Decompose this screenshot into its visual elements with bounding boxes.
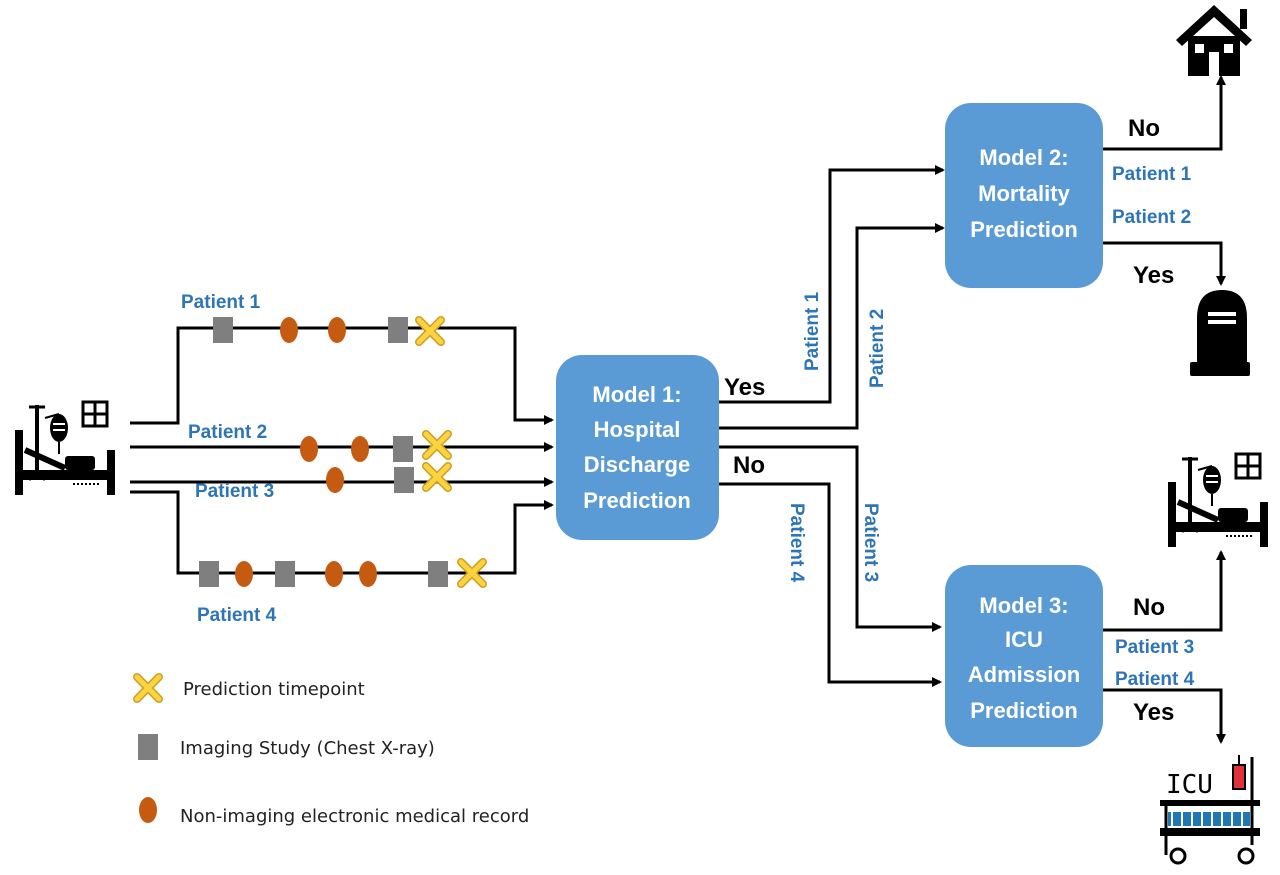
- model-2-title: Model 2:: [979, 145, 1068, 170]
- model-1-no-patient-4-path: [719, 482, 942, 687]
- patient-2-label: Patient 2: [188, 422, 267, 443]
- imaging-study-marker: [213, 317, 233, 343]
- imaging-study-marker: [394, 467, 414, 493]
- patient-4-label: Patient 4: [197, 605, 277, 626]
- route-patient-4-label: Patient 4: [786, 503, 807, 583]
- model-2-yes-path: [1103, 241, 1226, 286]
- patient-1-label: Patient 1: [181, 292, 261, 313]
- nonimaging-record-marker: [351, 436, 369, 462]
- model-2-line-3: Prediction: [970, 217, 1078, 242]
- model-1-line-2: Hospital: [594, 417, 681, 442]
- route-patient-1-label: Patient 1: [802, 291, 823, 371]
- legend-prediction-icon: [137, 677, 159, 699]
- prediction-timepoint-marker: [426, 434, 448, 456]
- model-1-yes-patient-2-path: [719, 223, 945, 430]
- model-2-yes-label: Yes: [1133, 262, 1174, 289]
- icu-bed-icon: ICU: [1160, 755, 1260, 865]
- model-1-title: Model 1:: [592, 382, 681, 407]
- model-2-line-2: Mortality: [978, 181, 1070, 206]
- prediction-timepoint-marker: [419, 320, 441, 342]
- patient-3-label: Patient 3: [195, 481, 274, 502]
- model-1-box: [556, 355, 719, 540]
- patient-1-path: [130, 326, 554, 425]
- nonimaging-record-marker: [280, 317, 298, 343]
- model-3-box: [945, 565, 1103, 747]
- svg-text:ICU: ICU: [1166, 770, 1213, 800]
- model-1-yes-patient-1-path: [719, 165, 945, 404]
- model-3-no-path: [1103, 550, 1226, 632]
- legend-nonimaging-label: Non-imaging electronic medical record: [180, 806, 529, 827]
- patient-4-path: [130, 490, 554, 575]
- model-3-line-3: Admission: [968, 662, 1080, 687]
- model-3-no-label: No: [1133, 594, 1165, 621]
- model-3-yes-label: Yes: [1133, 699, 1174, 726]
- model-1-no-label: No: [733, 452, 765, 479]
- model-3-line-2: ICU: [1005, 627, 1043, 652]
- nonimaging-record-marker: [359, 561, 377, 587]
- nonimaging-record-marker: [325, 561, 343, 587]
- legend-nonimaging-icon: [139, 797, 157, 823]
- model-2-box: [945, 103, 1103, 288]
- hospital-bed-icon: [1168, 454, 1268, 547]
- imaging-study-marker: [428, 561, 448, 587]
- imaging-study-marker: [388, 317, 408, 343]
- legend-prediction-label: Prediction timepoint: [183, 679, 365, 700]
- model-3-patient-4-label: Patient 4: [1115, 669, 1195, 690]
- hospital-bed-icon: [15, 402, 115, 495]
- imaging-study-marker: [199, 561, 219, 587]
- legend-imaging-icon: [138, 734, 158, 760]
- imaging-study-marker: [275, 561, 295, 587]
- nonimaging-record-marker: [328, 317, 346, 343]
- house-icon: [1176, 5, 1252, 76]
- model-2-no-label: No: [1128, 115, 1160, 142]
- prediction-timepoint-marker: [426, 466, 448, 488]
- model-3-yes-path: [1103, 688, 1226, 744]
- model-1-yes-label: Yes: [724, 374, 765, 401]
- model-2-patient-1-label: Patient 1: [1112, 164, 1192, 185]
- model-3-patient-3-label: Patient 3: [1115, 637, 1194, 658]
- model-2-no-path: [1103, 75, 1226, 151]
- model-1-line-3: Discharge: [584, 452, 690, 477]
- imaging-study-marker: [393, 436, 413, 462]
- route-patient-3-label: Patient 3: [860, 503, 881, 582]
- nonimaging-record-marker: [326, 467, 344, 493]
- nonimaging-record-marker: [235, 561, 253, 587]
- legend-imaging-label: Imaging Study (Chest X-ray): [180, 738, 435, 759]
- model-2-patient-2-label: Patient 2: [1112, 207, 1191, 228]
- model-1-no-patient-3-path: [719, 445, 942, 632]
- route-patient-2-label: Patient 2: [867, 309, 888, 388]
- tombstone-icon: [1190, 290, 1250, 376]
- model-3-title: Model 3:: [979, 593, 1068, 618]
- nonimaging-record-marker: [300, 436, 318, 462]
- model-1-line-4: Prediction: [583, 488, 691, 513]
- model-3-line-4: Prediction: [970, 698, 1078, 723]
